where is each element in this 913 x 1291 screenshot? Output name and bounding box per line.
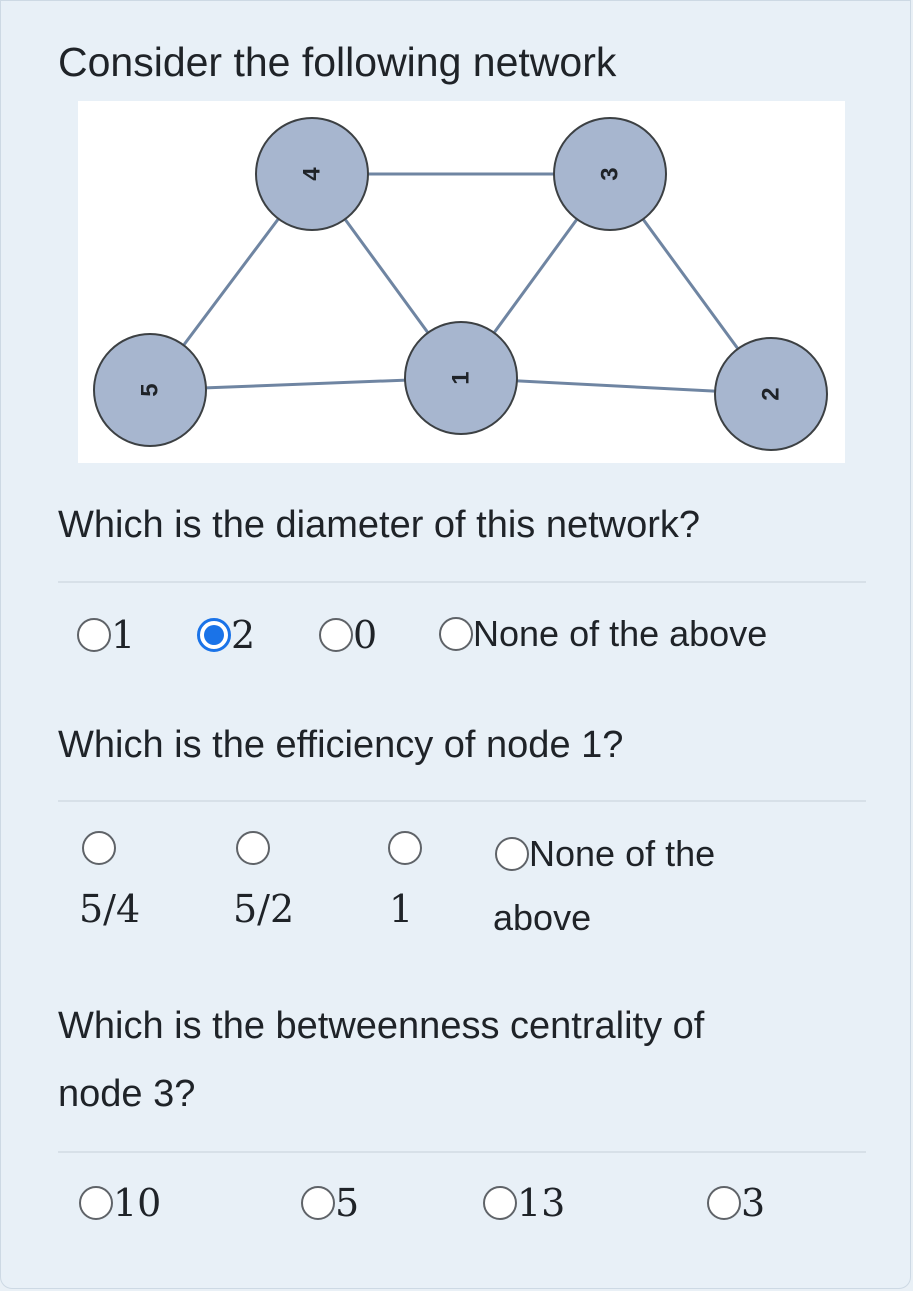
option-label: 10 <box>113 1181 162 1225</box>
q2-option-5-4[interactable]: 5/4 <box>79 831 140 931</box>
q3-option-10[interactable]: 10 <box>79 1181 161 1225</box>
radio-icon[interactable] <box>707 1186 741 1220</box>
q3-option-5[interactable]: 5 <box>301 1181 359 1225</box>
option-label: 5 <box>335 1181 360 1225</box>
radio-icon[interactable] <box>301 1186 335 1220</box>
radio-icon[interactable] <box>77 618 111 652</box>
divider <box>58 1151 866 1153</box>
option-label: 1 <box>111 613 136 657</box>
node-label-3: 3 <box>597 167 624 180</box>
q1-option-1[interactable]: 1 <box>77 613 135 657</box>
radio-icon[interactable] <box>439 617 473 651</box>
node-4 <box>255 117 369 231</box>
question-betweenness: Which is the betweenness centrality of n… <box>58 992 848 1128</box>
q1-option-none[interactable]: None of the above <box>439 613 767 655</box>
option-label-continued: above <box>493 897 592 938</box>
q3-option-3[interactable]: 3 <box>707 1181 765 1225</box>
q2-option-1[interactable]: 1 <box>385 831 422 931</box>
network-graph: 4 3 5 1 2 <box>78 101 845 463</box>
node-label-5: 5 <box>137 383 164 396</box>
radio-icon[interactable] <box>483 1186 517 1220</box>
q2-option-none[interactable]: None of the <box>495 833 715 875</box>
network-svg: 4 3 5 1 2 <box>93 117 828 451</box>
option-label: None of the above <box>473 613 768 654</box>
question-efficiency: Which is the efficiency of node 1? <box>58 724 624 766</box>
option-label: 5/2 <box>233 887 295 931</box>
divider <box>58 800 866 802</box>
radio-icon[interactable] <box>236 831 270 865</box>
question-line: Which is the betweenness centrality of <box>58 1005 705 1047</box>
node-2 <box>714 337 828 451</box>
node-1 <box>404 321 518 435</box>
option-label: 5/4 <box>79 887 141 931</box>
graph-nodes: 4 3 5 1 2 <box>93 117 828 451</box>
radio-icon[interactable] <box>388 831 422 865</box>
node-label-4: 4 <box>299 167 326 181</box>
option-label: 3 <box>741 1181 766 1225</box>
divider <box>58 581 866 583</box>
q3-option-13[interactable]: 13 <box>483 1181 565 1225</box>
q1-option-2[interactable]: 2 <box>197 613 255 657</box>
question-line: node 3? <box>58 1073 196 1115</box>
option-label: 0 <box>353 613 378 657</box>
node-5 <box>93 333 207 447</box>
node-label-2: 2 <box>758 387 785 400</box>
option-label: 1 <box>389 887 414 931</box>
node-3 <box>553 117 667 231</box>
option-label: None of the <box>529 833 716 874</box>
option-label: 13 <box>517 1181 566 1225</box>
radio-selected-icon[interactable] <box>197 618 231 652</box>
radio-icon[interactable] <box>82 831 116 865</box>
radio-icon[interactable] <box>79 1186 113 1220</box>
intro-text: Consider the following network <box>58 39 617 85</box>
radio-icon[interactable] <box>319 618 353 652</box>
q2-option-5-2[interactable]: 5/2 <box>233 831 294 931</box>
option-label: 2 <box>231 613 256 657</box>
question-diameter: Which is the diameter of this network? <box>58 504 701 546</box>
node-label-1: 1 <box>448 371 475 384</box>
q1-option-0[interactable]: 0 <box>319 613 377 657</box>
radio-icon[interactable] <box>495 837 529 871</box>
